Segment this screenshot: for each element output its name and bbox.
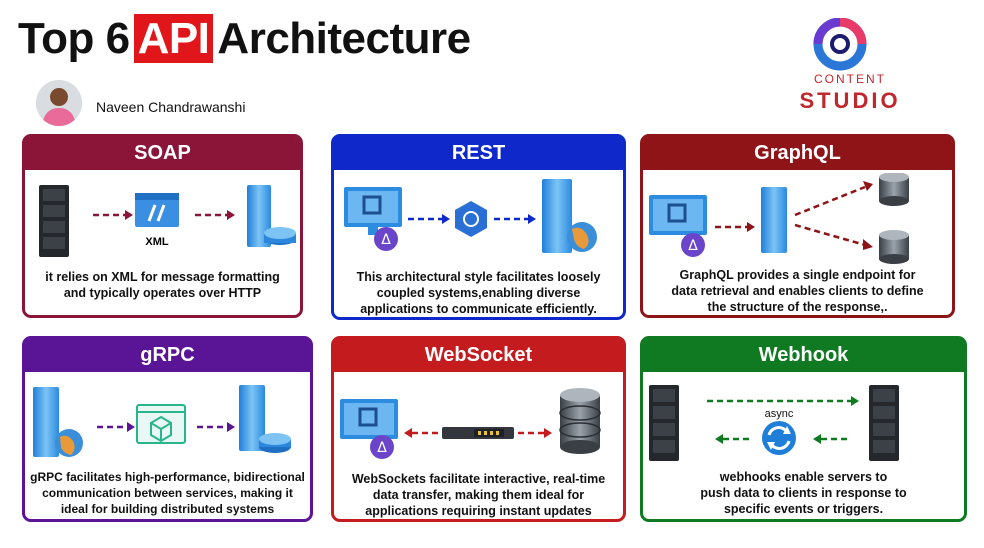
webhook-card: Webhook async webhooks enable servers to… — [640, 336, 967, 522]
soap-header: SOAP — [25, 137, 300, 170]
grpc-card: gRPC gRPC facilitates high-performance, … — [22, 336, 313, 522]
graphql-desc-line: data retrieval and enables clients to de… — [671, 284, 924, 298]
svg-text:Δ: Δ — [688, 238, 698, 254]
graphql-desc-line: GraphQL provides a single endpoint for — [679, 268, 916, 282]
logo-line-2: STUDIO — [799, 88, 901, 113]
xml-window-icon — [135, 193, 179, 227]
graphql-header: GraphQL — [643, 137, 952, 170]
websocket-header: WebSocket — [334, 339, 623, 372]
webhook-diagram: async — [649, 385, 899, 461]
rack-server-icon — [649, 385, 679, 461]
rest-desc-line: coupled systems,enabling diverse — [376, 286, 581, 300]
author-name: Naveen Chandrawanshi — [96, 99, 246, 115]
soap-desc-line: and typically operates over HTTP — [63, 286, 262, 300]
svg-text:Δ: Δ — [377, 440, 387, 456]
client-monitor-icon: Δ — [344, 187, 402, 251]
title-highlight: API — [133, 14, 214, 63]
rest-description: This architectural style facilitates loo… — [334, 269, 623, 317]
grpc-description: gRPC facilitates high-performance, bidir… — [25, 469, 310, 517]
network-switch-icon — [442, 427, 514, 439]
server-globe-icon — [542, 179, 597, 253]
soap-xml-label: XML — [145, 236, 169, 248]
author-avatar — [36, 80, 82, 126]
rest-desc-line: This architectural style facilitates loo… — [356, 270, 601, 284]
logo-line-1: CONTENT — [814, 72, 886, 86]
websocket-desc-line: WebSockets facilitate interactive, real-… — [351, 472, 606, 486]
server-database-icon — [247, 185, 296, 247]
websocket-diagram: Δ — [340, 388, 601, 459]
grpc-desc-line: communication between services, making i… — [42, 486, 293, 500]
webhook-async-label: async — [765, 408, 794, 420]
websocket-desc-line: data transfer, making them ideal for — [372, 488, 585, 502]
rack-server-icon — [39, 185, 69, 257]
graphql-card: GraphQL Δ GraphQL provides a singl — [640, 134, 955, 318]
client-monitor-icon: Δ — [340, 399, 398, 459]
webhook-desc-line: webhooks enable servers to — [719, 470, 888, 484]
server-icon — [761, 187, 787, 253]
soap-desc-line: it relies on XML for message formatting — [45, 270, 280, 284]
soap-description: it relies on XML for message formatting … — [25, 269, 300, 301]
graphql-diagram: Δ — [649, 173, 909, 264]
client-monitor-icon: Δ — [649, 195, 707, 257]
database-icon — [559, 388, 601, 454]
title-prefix: Top 6 — [18, 14, 130, 63]
websocket-desc-line: applications requiring instant updates — [365, 504, 592, 518]
rest-card: REST Δ This architectural style facilita… — [331, 134, 626, 320]
sync-icon — [762, 421, 796, 455]
grpc-diagram — [33, 385, 291, 457]
rack-server-icon — [869, 385, 899, 461]
content-studio-logo — [813, 18, 867, 71]
person-icon — [36, 80, 82, 126]
grpc-desc-line: gRPC facilitates high-performance, bidir… — [30, 470, 305, 484]
soap-card: SOAP XML it relies on XML for message fo… — [22, 134, 303, 318]
grpc-header: gRPC — [25, 339, 310, 372]
webhook-desc-line: push data to clients in response to — [700, 486, 907, 500]
database-icon — [879, 173, 909, 206]
webhook-description: webhooks enable servers to push data to … — [643, 469, 964, 517]
rest-desc-line: applications to communicate efficiently. — [360, 302, 597, 316]
graphql-desc-line: the structure of the response,. — [707, 300, 888, 314]
svg-text:Δ: Δ — [381, 232, 391, 248]
websocket-description: WebSockets facilitate interactive, real-… — [334, 471, 623, 519]
cube-window-icon — [136, 404, 186, 444]
server-database-icon — [239, 385, 291, 453]
webhook-header: Webhook — [643, 339, 964, 372]
server-globe-icon — [33, 387, 83, 457]
title-suffix: Architecture — [217, 14, 471, 63]
rest-header: REST — [334, 137, 623, 170]
rest-diagram: Δ — [344, 179, 597, 253]
graphql-description: GraphQL provides a single endpoint for d… — [643, 267, 952, 315]
webhook-desc-line: specific events or triggers. — [723, 502, 884, 516]
database-icon — [879, 230, 909, 264]
websocket-card: WebSocket Δ WebSockets facilitate intera — [331, 336, 626, 522]
grpc-desc-line: ideal for building distributed systems — [60, 502, 275, 516]
api-gear-icon — [455, 201, 487, 237]
soap-diagram: XML — [39, 185, 296, 257]
